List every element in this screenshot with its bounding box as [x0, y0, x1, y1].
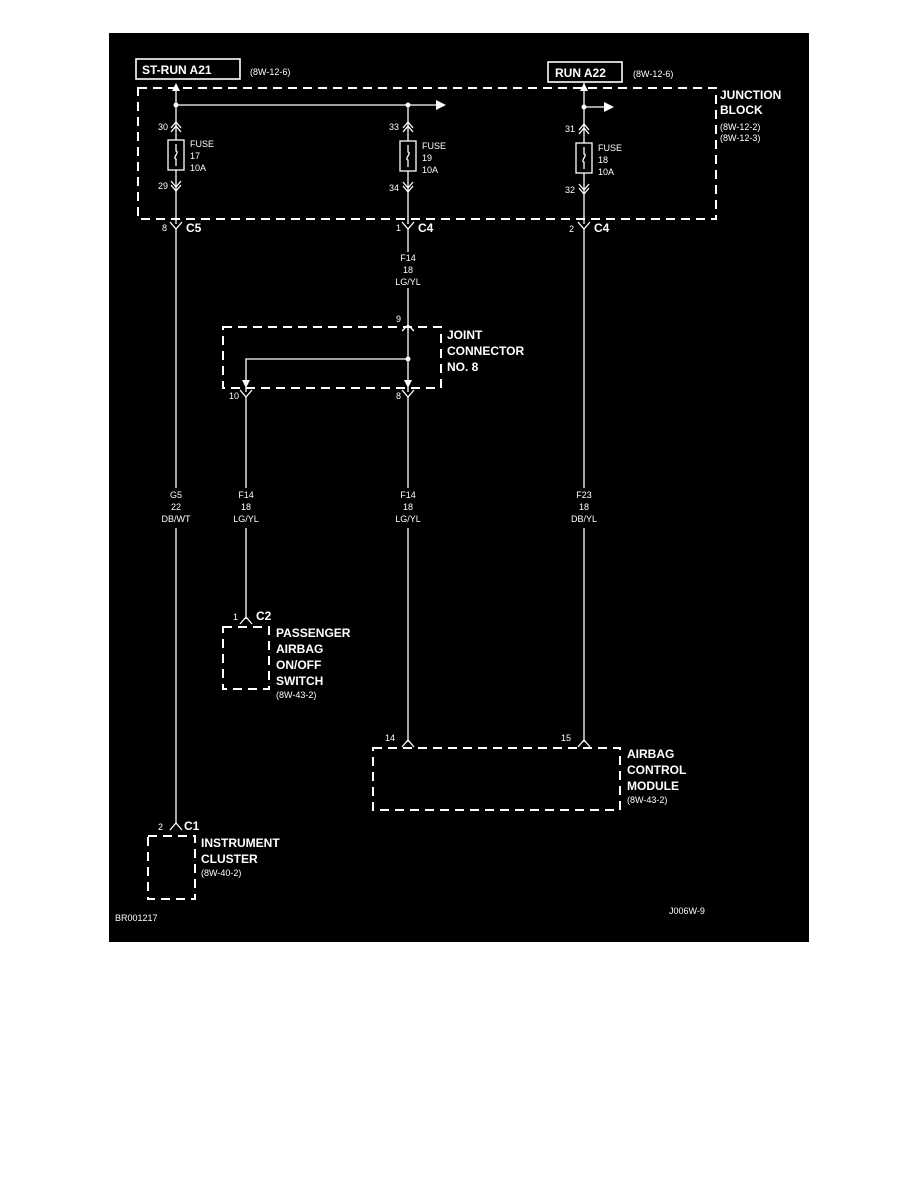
wire-f14-left-gauge: 18: [241, 502, 251, 512]
c4-pin2-connector-label: C4: [594, 221, 610, 235]
fuse-18-rating: 10A: [598, 167, 614, 177]
wire-f23-circuit: F23: [576, 490, 592, 500]
wire-f14-right-gauge: 18: [403, 502, 413, 512]
fuse-19-pin-out: 34: [389, 183, 399, 193]
fuse-19: 33 FUSE 19 10A 34: [389, 105, 446, 224]
joint-pin-in: 9: [396, 314, 401, 324]
airbag-module-outline: [372, 747, 621, 811]
cluster-title-2: CLUSTER: [201, 852, 258, 866]
fuse-17-number: 17: [190, 151, 200, 161]
fuse-17-pin-in: 30: [158, 122, 168, 132]
c4-pin1-number: 1: [396, 223, 401, 233]
switch-title-4: SWITCH: [276, 674, 323, 688]
fuse-17-rating: 10A: [190, 163, 206, 173]
fuse-18-pin-in: 31: [565, 124, 575, 134]
wire-f23-gauge: 18: [579, 502, 589, 512]
fuse-19-rating: 10A: [422, 165, 438, 175]
wire-f23-color: DB/YL: [571, 514, 597, 524]
joint-pin-out-left: 10: [229, 391, 239, 401]
fuse-18-word: FUSE: [598, 143, 622, 153]
switch-connector-label: C2: [256, 609, 272, 623]
wire-f14-upper-color: LG/YL: [395, 277, 421, 287]
run-entry-arrow: [580, 83, 588, 91]
st-run-bus-arrow: [436, 100, 446, 110]
fuse-18: 31 FUSE 18 10A 32: [565, 107, 622, 224]
run-bus-arrow: [604, 102, 614, 112]
junction-block-ref-1: (8W-12-2): [720, 122, 760, 132]
fuse-17-word: FUSE: [190, 139, 214, 149]
junction-block-outline: [137, 87, 717, 220]
passenger-switch-outline: [222, 626, 270, 690]
fuse-19-number: 19: [422, 153, 432, 163]
footer-right-code: J006W-9: [669, 906, 705, 916]
fuse-18-number: 18: [598, 155, 608, 165]
cluster-pin: 2: [158, 822, 163, 832]
wire-f14-right-color: LG/YL: [395, 514, 421, 524]
diagram-panel: [109, 33, 809, 942]
joint-connector-title-3: NO. 8: [447, 360, 479, 374]
acm-pin-left: 14: [385, 733, 395, 743]
wire-g5-gauge: 22: [171, 502, 181, 512]
joint-connector-outline: [222, 326, 442, 389]
wire-f14-left-circuit: F14: [238, 490, 254, 500]
st-run-label: ST-RUN A21: [142, 63, 212, 77]
switch-ref: (8W-43-2): [276, 690, 316, 700]
switch-title-1: PASSENGER: [276, 626, 351, 640]
switch-pin: 1: [233, 612, 238, 622]
wire-f14-right-circuit: F14: [400, 490, 416, 500]
fuse-19-word: FUSE: [422, 141, 446, 151]
acm-title-3: MODULE: [627, 779, 679, 793]
joint-pin-out-right: 8: [396, 391, 401, 401]
junction-block-title-1: JUNCTION: [720, 88, 781, 102]
acm-ref: (8W-43-2): [627, 795, 667, 805]
acm-pin-right: 15: [561, 733, 571, 743]
c5-connector-label: C5: [186, 221, 202, 235]
fuse-19-pin-in: 33: [389, 122, 399, 132]
run-ref: (8W-12-6): [633, 69, 673, 79]
switch-title-3: ON/OFF: [276, 658, 321, 672]
fuse-17-pin-out: 29: [158, 181, 168, 191]
acm-title-1: AIRBAG: [627, 747, 674, 761]
wire-g5-color: DB/WT: [162, 514, 191, 524]
joint-splice-dot: [405, 356, 411, 362]
run-label: RUN A22: [555, 66, 606, 80]
joint-connector-title-2: CONNECTOR: [447, 344, 524, 358]
c5-pin-number: 8: [162, 223, 167, 233]
wire-g5-circuit: G5: [170, 490, 182, 500]
junction-block-ref-2: (8W-12-3): [720, 133, 760, 143]
cluster-title-1: INSTRUMENT: [201, 836, 280, 850]
st-run-entry-arrow: [172, 83, 180, 91]
acm-title-2: CONTROL: [627, 763, 686, 777]
wire-f14-left-color: LG/YL: [233, 514, 259, 524]
footer-left-code: BR001217: [115, 913, 158, 923]
switch-title-2: AIRBAG: [276, 642, 323, 656]
wire-f14-upper-circuit: F14: [400, 253, 416, 263]
wire-f14-upper-gauge: 18: [403, 265, 413, 275]
junction-block-title-2: BLOCK: [720, 103, 763, 117]
st-run-ref: (8W-12-6): [250, 67, 290, 77]
c4-pin1-connector-label: C4: [418, 221, 434, 235]
joint-connector-title-1: JOINT: [447, 328, 483, 342]
run-label-box: [547, 61, 623, 83]
fuse-18-pin-out: 32: [565, 185, 575, 195]
fuse-17: 30 FUSE 17 10A 29: [158, 105, 214, 224]
instrument-cluster-outline: [147, 835, 196, 900]
cluster-connector-label: C1: [184, 819, 200, 833]
st-run-label-box: [135, 58, 241, 80]
c4-pin2-number: 2: [569, 224, 574, 234]
cluster-ref: (8W-40-2): [201, 868, 241, 878]
